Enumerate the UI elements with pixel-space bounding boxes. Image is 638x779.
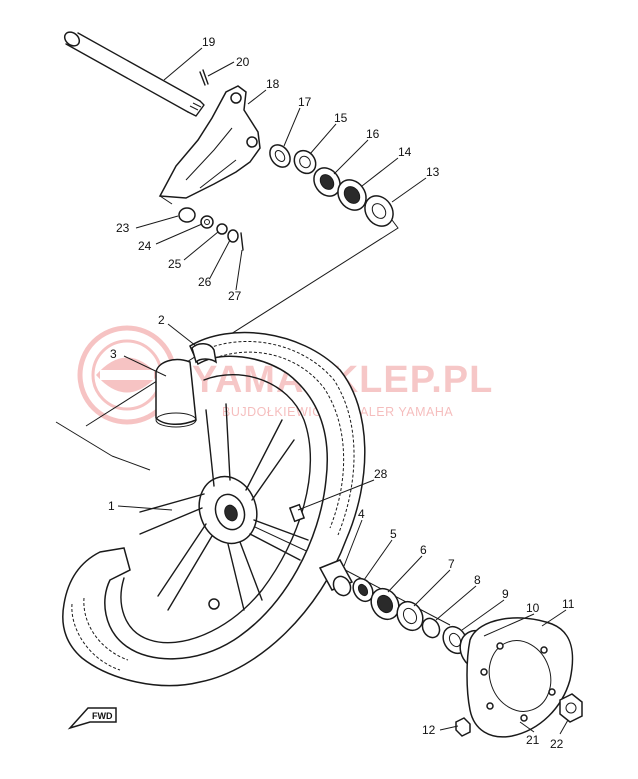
callout-22: 22	[550, 737, 564, 751]
callout-10: 10	[526, 601, 540, 615]
upper-bearing-set	[269, 144, 394, 227]
callout-21: 21	[526, 733, 540, 747]
disc-bolt	[455, 717, 471, 737]
callout-24: 24	[138, 239, 152, 253]
callout-2: 2	[158, 313, 165, 327]
callout-8: 8	[474, 573, 481, 587]
callout-16: 16	[366, 127, 380, 141]
callout-23: 23	[116, 221, 130, 235]
callout-19: 19	[202, 35, 216, 49]
callout-4: 4	[358, 507, 365, 521]
axle-bracket	[158, 85, 261, 199]
callout-15: 15	[334, 111, 348, 125]
callout-20: 20	[236, 55, 250, 69]
callout-5: 5	[390, 527, 397, 541]
callout-1: 1	[108, 499, 115, 513]
callout-14: 14	[398, 145, 412, 159]
callout-3: 3	[110, 347, 117, 361]
brake-disc	[466, 617, 574, 738]
callout-13: 13	[426, 165, 440, 179]
axle	[63, 31, 205, 117]
callout-9: 9	[502, 587, 509, 601]
forward-label: FWD	[92, 711, 113, 721]
small-hardware-set	[178, 207, 244, 251]
callout-7: 7	[448, 557, 455, 571]
callout-leaders	[117, 47, 569, 735]
axle-nut	[559, 693, 583, 723]
callout-6: 6	[420, 543, 427, 557]
wheel-assembly	[62, 331, 366, 687]
callout-17: 17	[298, 95, 312, 109]
callout-27: 27	[228, 289, 242, 303]
callout-labels: 19 20 18 17 15 16 14 13 23 24 25 26 27 2…	[108, 35, 575, 751]
callout-28: 28	[374, 467, 388, 481]
callout-18: 18	[266, 77, 280, 91]
lower-bearing-set	[318, 559, 497, 671]
callout-26: 26	[198, 275, 212, 289]
callout-25: 25	[168, 257, 182, 271]
forward-arrow-icon: FWD	[67, 707, 117, 730]
callout-11: 11	[562, 597, 575, 611]
cotter-pin	[199, 69, 209, 86]
callout-12: 12	[422, 723, 436, 737]
